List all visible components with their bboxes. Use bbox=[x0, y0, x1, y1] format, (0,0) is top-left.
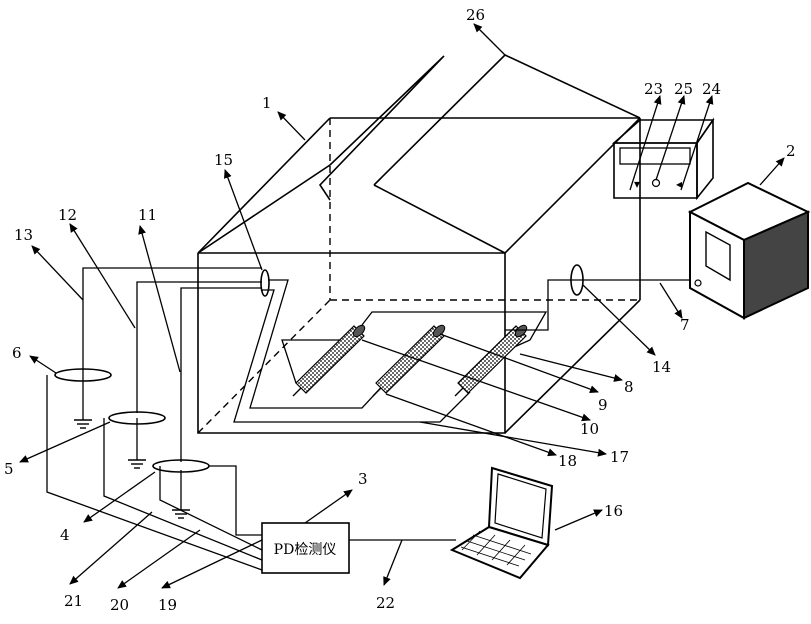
cable-sample-middle bbox=[373, 323, 447, 396]
external-wiring bbox=[83, 268, 700, 510]
cable-samples bbox=[293, 323, 529, 396]
label-13: 13 bbox=[14, 226, 33, 244]
cable-sample-left bbox=[293, 323, 367, 396]
laptop-icon bbox=[452, 468, 552, 578]
label-22: 22 bbox=[376, 594, 395, 612]
label-20: 20 bbox=[110, 596, 129, 614]
label-5: 5 bbox=[4, 460, 14, 478]
label-24: 24 bbox=[702, 80, 721, 98]
label-26: 26 bbox=[466, 6, 485, 24]
pd-detector: PD检测仪 bbox=[262, 523, 349, 573]
label-16: 16 bbox=[604, 502, 623, 520]
leader-arrows bbox=[20, 24, 784, 588]
label-14: 14 bbox=[652, 358, 671, 376]
label-6: 6 bbox=[12, 344, 22, 362]
label-25: 25 bbox=[674, 80, 693, 98]
label-12: 12 bbox=[58, 206, 77, 224]
label-10: 10 bbox=[580, 420, 599, 438]
label-18: 18 bbox=[558, 452, 577, 470]
label-3: 3 bbox=[358, 470, 368, 488]
test-chamber-box bbox=[198, 118, 640, 433]
computer-tower-icon bbox=[690, 183, 808, 318]
label-17: 17 bbox=[610, 448, 629, 466]
arrow-down-icon: ▾ bbox=[634, 177, 640, 191]
label-7: 7 bbox=[680, 316, 690, 334]
lid-flaps bbox=[198, 55, 640, 253]
label-21: 21 bbox=[64, 592, 83, 610]
label-15: 15 bbox=[214, 151, 233, 169]
label-23: 23 bbox=[644, 80, 663, 98]
knob-icon bbox=[653, 180, 660, 187]
pd-detector-label: PD检测仪 bbox=[274, 542, 337, 558]
label-9: 9 bbox=[598, 396, 608, 414]
label-11: 11 bbox=[138, 206, 157, 224]
label-2: 2 bbox=[786, 142, 796, 160]
ground-symbol-icon bbox=[74, 420, 190, 518]
label-8: 8 bbox=[624, 378, 634, 396]
label-4: 4 bbox=[60, 526, 70, 544]
label-19: 19 bbox=[158, 596, 177, 614]
label-1: 1 bbox=[262, 94, 272, 112]
